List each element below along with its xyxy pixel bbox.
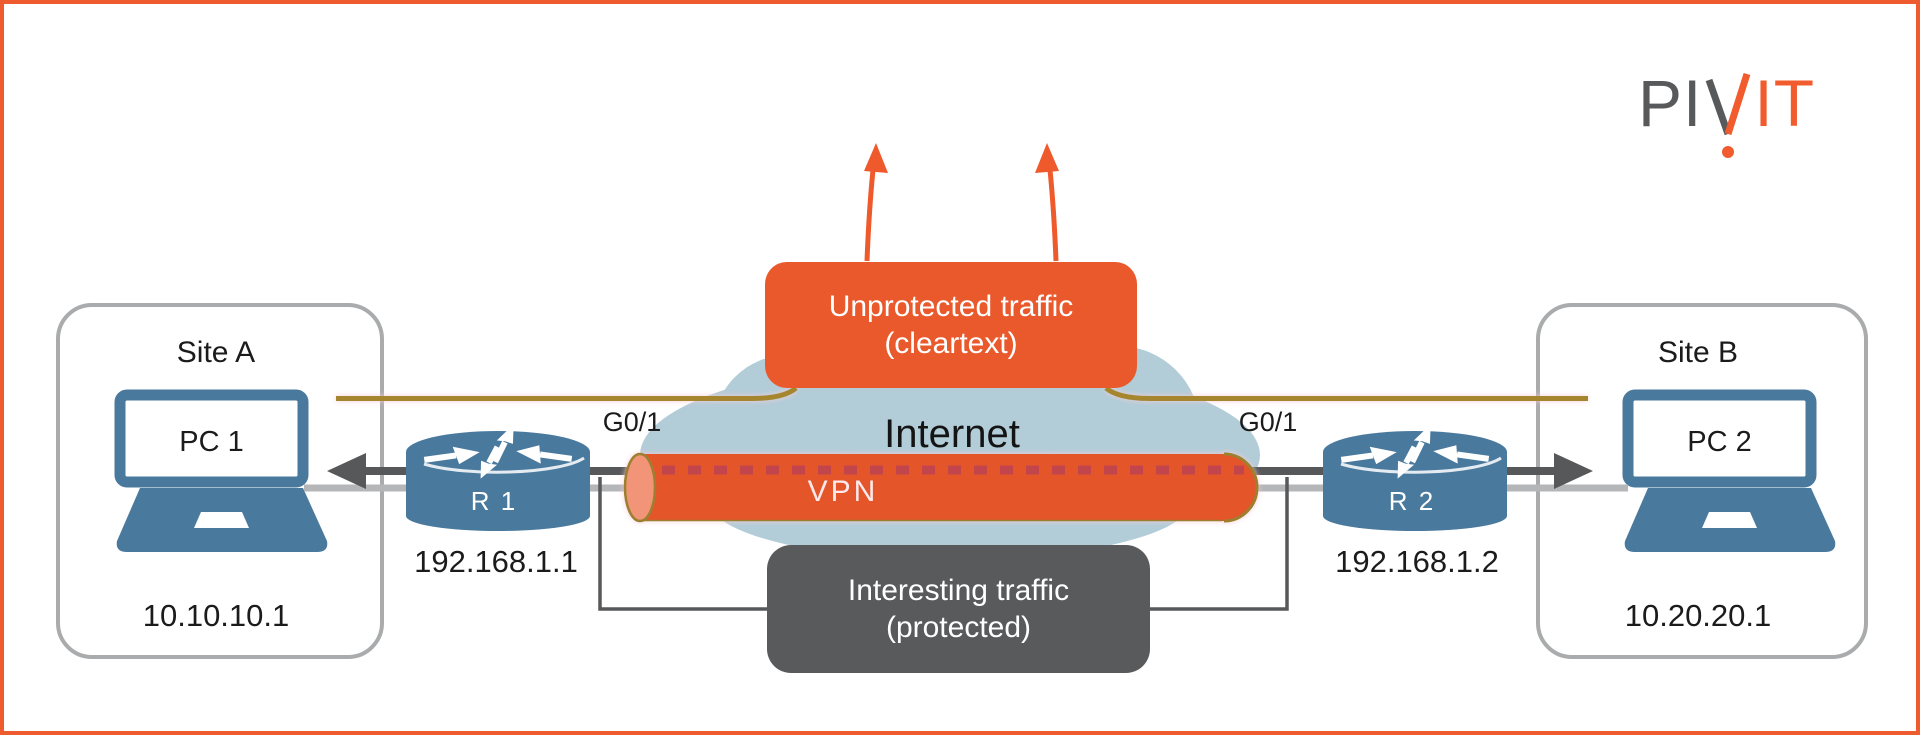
- pivit-logo-dot: [1722, 146, 1735, 158]
- site-b-box: [1536, 303, 1868, 659]
- pivit-logo-orange-text: IT: [1754, 66, 1816, 140]
- callout-unprotected-line1: Unprotected traffic: [828, 290, 1074, 323]
- callout-unprotected-line2: (cleartext): [884, 327, 1018, 360]
- callout-interesting-traffic: Interesting traffic (protected): [767, 545, 1150, 673]
- site-a-box: [56, 303, 384, 659]
- router1-label: R 1: [470, 486, 518, 516]
- pivit-logo: PI IT: [1638, 70, 1815, 170]
- router2-interface-label: G0/1: [1238, 407, 1298, 437]
- internet-label: Internet: [884, 412, 1020, 456]
- router1-interface-label: G0/1: [602, 407, 662, 437]
- router1-ip-label: 192.168.1.1: [414, 544, 578, 579]
- site-b-label: Site B: [1657, 336, 1739, 369]
- router2-label: R 2: [1388, 486, 1436, 516]
- callout-unprotected-traffic: Unprotected traffic (cleartext): [765, 262, 1137, 388]
- pc1-label: PC 1: [179, 426, 244, 458]
- end-to-end-traffic-arrow: [327, 453, 1593, 489]
- vpn-label: VPN: [807, 475, 879, 508]
- pc2-ip-label: 10.20.20.1: [1624, 598, 1772, 633]
- callout-interesting-line1: Interesting traffic: [847, 574, 1070, 607]
- router2-ip-label: 192.168.1.2: [1335, 544, 1499, 579]
- pc1-ip-label: 10.10.10.1: [142, 598, 290, 633]
- cleartext-path-line: [336, 386, 1588, 401]
- pc2-label: PC 2: [1687, 426, 1752, 458]
- pivit-logo-gray-text: PI: [1638, 66, 1703, 140]
- cleartext-exit-arrows: [864, 143, 1059, 262]
- site-a-label: Site A: [176, 336, 256, 369]
- vpn-tunnel-tube: [623, 452, 1259, 523]
- callout-interesting-line2: (protected): [885, 611, 1032, 644]
- pivit-logo-v-mark: [1706, 72, 1751, 158]
